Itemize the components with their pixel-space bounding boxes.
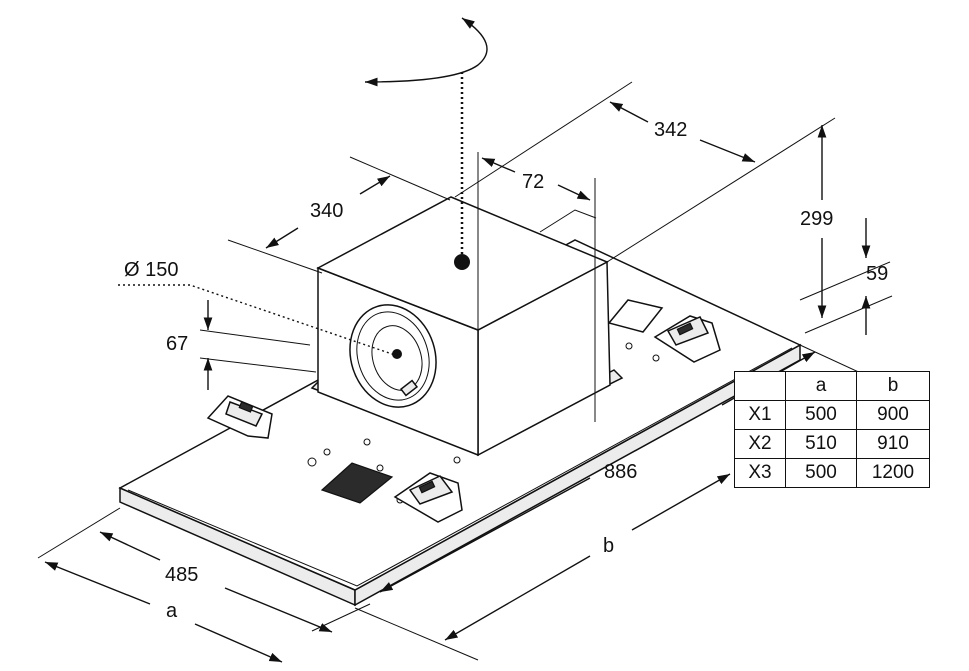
- table-cell: 500: [785, 400, 857, 430]
- table-cell: 1200: [856, 458, 930, 488]
- table-header-cell: [734, 371, 786, 401]
- dim-886-label: 886: [604, 461, 637, 483]
- table-row: X2 510 910: [734, 429, 930, 459]
- dim-67-label: 67: [166, 333, 188, 355]
- dim-a-label: a: [166, 600, 178, 622]
- base-features: [307, 299, 664, 504]
- table-cell: 510: [785, 429, 857, 459]
- duct-collar: [349, 304, 437, 408]
- rear-lip: [539, 209, 597, 233]
- rotation-arrow-icon: [364, 17, 488, 270]
- table-header-cell: b: [856, 371, 930, 401]
- table-cell: X2: [734, 429, 786, 459]
- dim-485-label: 485: [165, 564, 198, 586]
- table-cell: 900: [856, 400, 930, 430]
- dim-342-label: 342: [654, 119, 687, 141]
- table-row: X1 500 900: [734, 400, 930, 430]
- mounting-bracket-center: [393, 472, 463, 523]
- dim-59-label: 59: [866, 263, 888, 285]
- dim-b-label: b: [603, 535, 614, 557]
- dim-299-label: 299: [800, 208, 833, 230]
- table-cell: 500: [785, 458, 857, 488]
- table-cell: 910: [856, 429, 930, 459]
- dim-72-label: 72: [522, 171, 544, 193]
- dim-340-label: 340: [310, 200, 343, 222]
- table-header-cell: a: [785, 371, 857, 401]
- table-row: X3 500 1200: [734, 458, 930, 488]
- table-cell: X1: [734, 400, 786, 430]
- mounting-bracket-left: [206, 395, 273, 439]
- table-cell: X3: [734, 458, 786, 488]
- table-header-row: a b: [734, 371, 930, 401]
- dimension-variant-table: a b X1 500 900 X2 510 910 X3 500 1200: [734, 371, 930, 488]
- diameter-leader: [118, 284, 396, 356]
- dim-150-label: Ø 150: [124, 259, 178, 281]
- mounting-bracket-right: [653, 315, 721, 363]
